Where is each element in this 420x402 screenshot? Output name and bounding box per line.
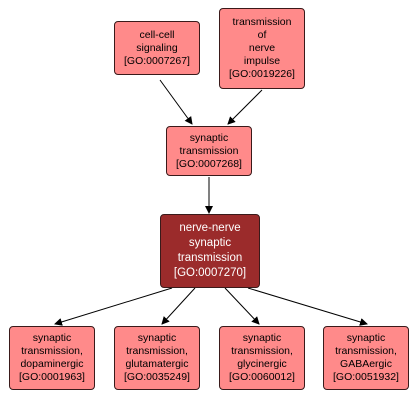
node-label-line: glycinergic	[237, 358, 287, 370]
edge-nerve-nerve-to-dopaminergic	[54, 287, 173, 326]
edge-cell-cell-to-synaptic	[159, 79, 193, 125]
node-go-id: [GO:0007270]	[173, 267, 247, 279]
edge-nerve-nerve-to-gabaergic	[247, 287, 368, 326]
node-label-line: transmission,	[335, 345, 397, 357]
node-label-line: nerve	[248, 42, 276, 54]
edge-nerve-nerve-to-glutamatergic	[161, 287, 196, 325]
node-go-id: [GO:0051932]	[333, 371, 399, 383]
node-synaptic-transmission-dopaminergic[interactable]: synaptic transmission, dopaminergic [GO:…	[9, 326, 95, 390]
node-go-id: [GO:0035249]	[124, 371, 190, 383]
node-label-line: synaptic	[242, 332, 282, 344]
node-synaptic-transmission[interactable]: synaptic transmission [GO:0007268]	[166, 126, 252, 176]
node-label-line: synaptic	[32, 332, 72, 344]
node-go-id: [GO:0019226]	[229, 68, 295, 80]
node-label-line: transmission	[177, 252, 243, 264]
node-label-line: transmission	[179, 144, 239, 157]
node-label-line: transmission,	[126, 345, 188, 357]
node-label-line: transmission,	[21, 345, 83, 357]
node-transmission-of-nerve-impulse[interactable]: transmission of nerve impulse [GO:001922…	[219, 8, 305, 89]
node-label-line: GABAergic	[340, 358, 392, 370]
node-label-line: of	[257, 29, 267, 41]
node-label-line: impulse	[243, 55, 281, 67]
node-label-line: transmission,	[231, 345, 293, 357]
node-label-line: synaptic	[189, 131, 229, 144]
node-label-line: transmission	[232, 16, 292, 28]
node-go-id: [GO:0060012]	[229, 371, 295, 383]
edge-nerve-nerve-to-glycinergic	[224, 287, 260, 325]
node-label-line: signaling	[136, 41, 178, 54]
node-go-id: [GO:0007268]	[176, 157, 242, 170]
node-label-line: synaptic	[137, 332, 177, 344]
node-label-line: synaptic	[346, 332, 386, 344]
node-synaptic-transmission-gabaergic[interactable]: synaptic transmission, GABAergic [GO:005…	[323, 326, 409, 390]
node-label-line: cell-cell	[139, 28, 175, 41]
node-label-line: synaptic	[188, 237, 232, 249]
node-go-id: [GO:0001963]	[19, 371, 85, 383]
node-go-id: [GO:0007267]	[124, 54, 190, 67]
node-label-line: glutamatergic	[125, 358, 189, 370]
node-label-line: dopaminergic	[20, 358, 84, 370]
node-nerve-nerve-synaptic-transmission[interactable]: nerve-nerve synaptic transmission [GO:00…	[160, 214, 260, 288]
node-cell-cell-signaling[interactable]: cell-cell signaling [GO:0007267]	[114, 21, 200, 75]
node-synaptic-transmission-glycinergic[interactable]: synaptic transmission, glycinergic [GO:0…	[219, 326, 305, 390]
node-label-line: nerve-nerve	[179, 222, 241, 234]
node-synaptic-transmission-glutamatergic[interactable]: synaptic transmission, glutamatergic [GO…	[114, 326, 200, 390]
edge-nerve-impulse-to-synaptic	[227, 89, 263, 125]
